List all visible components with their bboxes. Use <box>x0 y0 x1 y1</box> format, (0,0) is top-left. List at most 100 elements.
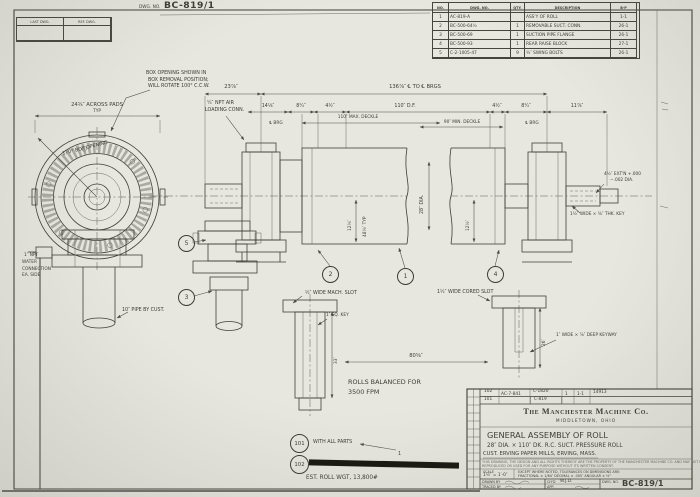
centerline-brg-right: ℄ BRG <box>525 121 539 126</box>
est-roll-weight-note: EST. ROLL WGT, 13,800# <box>306 475 378 481</box>
checked-by-initials: W.J.D. <box>560 479 573 484</box>
parts-header-cell: B-P <box>611 3 637 13</box>
parts-cell: ¾″ SWING BOLTS <box>525 49 611 58</box>
balloon-2: 2 <box>322 266 339 283</box>
scale-value: 1½″ = 1′-0″ <box>483 473 508 478</box>
square-key-note: 1″ SQ. KEY <box>326 313 349 318</box>
dim-80-58: 80⅝″ <box>409 353 423 359</box>
drawing-title: GENERAL ASSEMBLY OF ROLL <box>487 430 608 440</box>
dim-8-14-left: 8¼″ <box>296 104 306 109</box>
dim-across-pads-typ: TYP <box>93 108 101 114</box>
dim-11-78: 11⅞″ <box>570 104 584 109</box>
water-conn-line3: CONNECTION <box>22 266 52 272</box>
balloon-3: 3 <box>178 289 195 306</box>
air-conn-line1: ¼″ NPT AIR <box>207 101 234 106</box>
parts-cell: 1-1 <box>611 13 637 22</box>
parts-cell: C-2-1005-47 <box>449 49 511 58</box>
dim-33: 33″ <box>334 356 339 364</box>
parts-cell: SUCTION PIPE FLANGE <box>525 31 611 40</box>
balloon-5: 5 <box>178 235 195 252</box>
scan-fold-streak <box>38 258 41 489</box>
parts-cell: 1 <box>511 31 525 40</box>
parts-cell: BC-500-93 <box>449 40 511 49</box>
dwg-no-value: BC-819/1 <box>164 0 215 11</box>
general-notes <box>359 443 397 451</box>
titleblock-dwg-no-value: BC-819/1 <box>622 478 664 488</box>
scan-bottom-edge <box>2 489 480 493</box>
corner-cell <box>64 26 111 41</box>
checked-label: CH'D <box>547 479 556 484</box>
legal-line2: REPRODUCED OR USED FOR ANY PURPOSE WITHO… <box>482 463 614 468</box>
dim-4-12-left: 4½″ <box>325 104 335 109</box>
parts-cell: 26-1 <box>611 22 637 31</box>
mach-slot-note: ½″ WIDE MACH. SLOT <box>305 291 357 296</box>
dim-max-deckle: 110″ MAX. DECKLE <box>337 115 379 120</box>
dim-28-dia: 28″ DIA. <box>420 194 425 214</box>
parts-cell: ASS'Y OF ROLL <box>525 13 611 22</box>
water-conn-line4: EA. SIDE <box>22 273 41 278</box>
balance-note-line2: 3500 FPM <box>348 388 380 396</box>
rev-no-102: 102 <box>484 389 493 394</box>
balloon-102: 102 <box>290 455 309 474</box>
water-conn-line1: 1″ NPT <box>24 253 39 258</box>
balloon-4: 4 <box>487 266 504 283</box>
drive-key-note: 1½″ WIDE × ⅝″ THK. KEY <box>570 212 625 217</box>
shaft-extension-note2: −.002 DIA. <box>610 177 634 183</box>
box-note-line2: BOX REMOVAL POSITION; <box>148 77 209 83</box>
parts-header-cell: DWG. NO. <box>449 3 511 13</box>
company-city: MIDDLETOWN, OHIO <box>555 418 617 424</box>
dim-23-78: 23⅞″ <box>224 84 238 90</box>
parts-cell: REAR RAISE BLOCK <box>525 40 611 49</box>
shaft-extension-note1: 4½″ EXT'N +.000 <box>604 172 642 177</box>
parts-header-cell: DESCRIPTION <box>525 3 611 13</box>
air-conn-line2: LOADING CONN. <box>205 107 245 113</box>
arrow-mark: 1 <box>398 452 402 457</box>
parts-cell: 9 <box>511 49 525 58</box>
customer-line: CUST. ERVING PAPER MILLS, ERVING, MASS. <box>483 451 597 457</box>
titleblock-dwg-no-label: DWG. NO. <box>602 479 619 484</box>
parts-header-cell: QTY. <box>511 3 525 13</box>
company-name: The Manchester Machine Co. <box>523 407 649 416</box>
corner-header-last: LAST DWG. <box>17 18 64 26</box>
corner-reference-table: LAST DWG. REF. DWG. <box>16 17 112 42</box>
journal-details <box>282 290 557 416</box>
parts-cell: 4 <box>433 40 449 49</box>
parts-cell: 5 <box>433 49 449 58</box>
parts-cell: 1 <box>433 13 449 22</box>
scale-label: SCALE <box>483 469 494 474</box>
balloon-1: 1 <box>397 268 414 285</box>
dim-12-12: 12½″ <box>466 219 471 231</box>
rev-dwg-c819: C-819 <box>534 396 547 402</box>
rev-no-101: 101 <box>484 396 493 402</box>
dim-min-deckle: 90″ MIN. DECKLE <box>443 119 481 125</box>
end-view <box>28 89 245 272</box>
parts-cell: AC-819-A <box>449 13 511 22</box>
keyway-note: 1″ WIDE × ⅞″ DEEP KEYWAY <box>556 333 617 338</box>
parts-cell: 3 <box>433 31 449 40</box>
drawn-by-label: DRAWN BY <box>482 479 501 484</box>
legal-line1: THIS DRAWING, THE DESIGN AND ALL RIGHTS … <box>482 459 700 464</box>
balloon-101: 101 <box>290 434 309 453</box>
rev-dwg-c1820: C-1820 <box>533 389 549 394</box>
rev-roll: 1-1 <box>577 392 585 397</box>
rev-order-no: 14913 <box>593 390 607 395</box>
corner-cell <box>17 26 64 41</box>
parts-cell: 26-1 <box>611 31 637 40</box>
dim-4-12-right: 4½″ <box>492 104 502 109</box>
parts-cell: 27-1 <box>611 40 637 49</box>
dim-8-14-right: 8¼″ <box>521 104 531 109</box>
parts-cell: BC-500-64½ <box>449 22 511 31</box>
centerline-brg-left: ℄ BRG <box>269 121 283 126</box>
dim-12-14: 12¼″ <box>348 219 353 231</box>
parts-cell: 2 <box>433 22 449 31</box>
title-block-rules <box>466 388 693 490</box>
dim-across-pads: 24¾″ ACROSS PADS <box>71 102 123 108</box>
dim-110-df: 110″ D.F. <box>394 104 416 109</box>
box-note-line1: BOX OPENING SHOWN IN <box>146 71 207 76</box>
parts-cell: 1 <box>511 22 525 31</box>
parts-cell: 26-1 <box>611 49 637 58</box>
balance-note-line1: ROLLS BALANCED FOR <box>348 378 421 386</box>
pedestal-and-pipes <box>28 220 262 331</box>
